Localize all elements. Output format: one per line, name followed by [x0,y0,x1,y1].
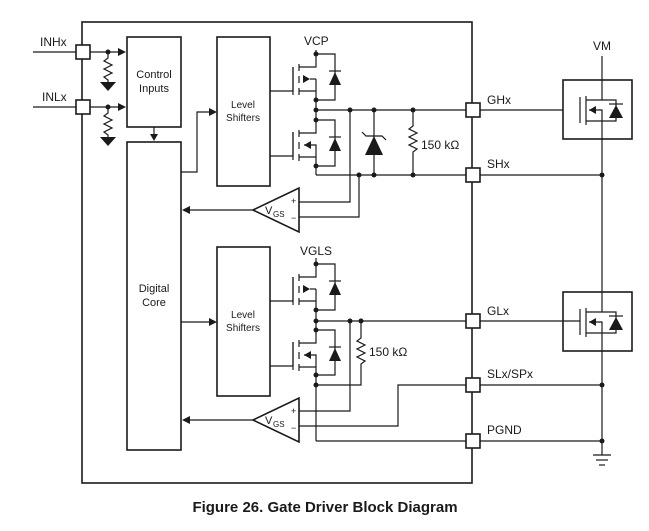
vm-label: VM [593,39,611,53]
vgs-comparator-high: V GS + − [182,110,360,234]
svg-text:Level: Level [231,100,255,111]
sl-pin: SLx/SPx [465,367,602,393]
control-inputs-block: Control Inputs [126,36,182,128]
vcp-label: VCP [304,34,329,48]
svg-text:150 kΩ: 150 kΩ [369,345,407,359]
level-shifters-low-block: Level Shifters [216,246,271,397]
ic-boundary [81,21,473,484]
ground-icon [593,454,611,466]
pulldown-resistor-inh [102,52,114,82]
svg-text:−: − [291,423,296,433]
sh-pin: SHx [465,157,605,183]
inl-label: INLx [42,90,67,104]
gl-pin: GLx [465,304,580,329]
pgnd-label: PGND [487,423,522,437]
vgs-comparator-low: V GS + − [182,321,466,444]
pgnd-pin: PGND [465,423,602,449]
svg-text:−: − [291,213,296,223]
resistor-150k-low: 150 kΩ [316,321,407,386]
high-side-driver [270,50,341,175]
svg-text:V: V [265,205,273,217]
svg-text:Core: Core [142,297,166,309]
high-side-mosfet [562,79,633,140]
level-shifters-high-block: Level Shifters [216,36,271,187]
svg-text:V: V [265,415,273,427]
ground-icon [100,137,116,146]
inh-label: INHx [40,35,67,49]
svg-text:Level: Level [231,310,255,321]
inl-pin: INLx [33,90,126,146]
svg-text:Inputs: Inputs [139,83,169,95]
gh-label: GHx [487,93,511,107]
figure-caption: Figure 26. Gate Driver Block Diagram [192,499,457,516]
svg-text:Control: Control [136,69,171,81]
zener-diode [361,110,387,175]
sh-label: SHx [487,157,510,171]
resistor-150k-high: 150 kΩ [407,110,459,175]
low-side-driver [270,258,341,441]
digital-core-block: Digital Core [126,141,182,451]
svg-text:Digital: Digital [139,283,170,295]
svg-text:GS: GS [273,420,285,429]
sl-label: SLx/SPx [487,367,533,381]
svg-text:+: + [291,196,296,206]
gl-label: GLx [487,304,509,318]
vgls-label: VGLS [300,244,332,258]
pulldown-resistor-inl [102,107,114,137]
svg-text:+: + [291,406,296,416]
svg-text:Shifters: Shifters [226,323,260,334]
svg-text:GS: GS [273,210,285,219]
ground-icon [100,82,116,91]
svg-text:Shifters: Shifters [226,113,260,124]
inh-pin: INHx [33,35,126,91]
svg-text:150 kΩ: 150 kΩ [421,138,459,152]
